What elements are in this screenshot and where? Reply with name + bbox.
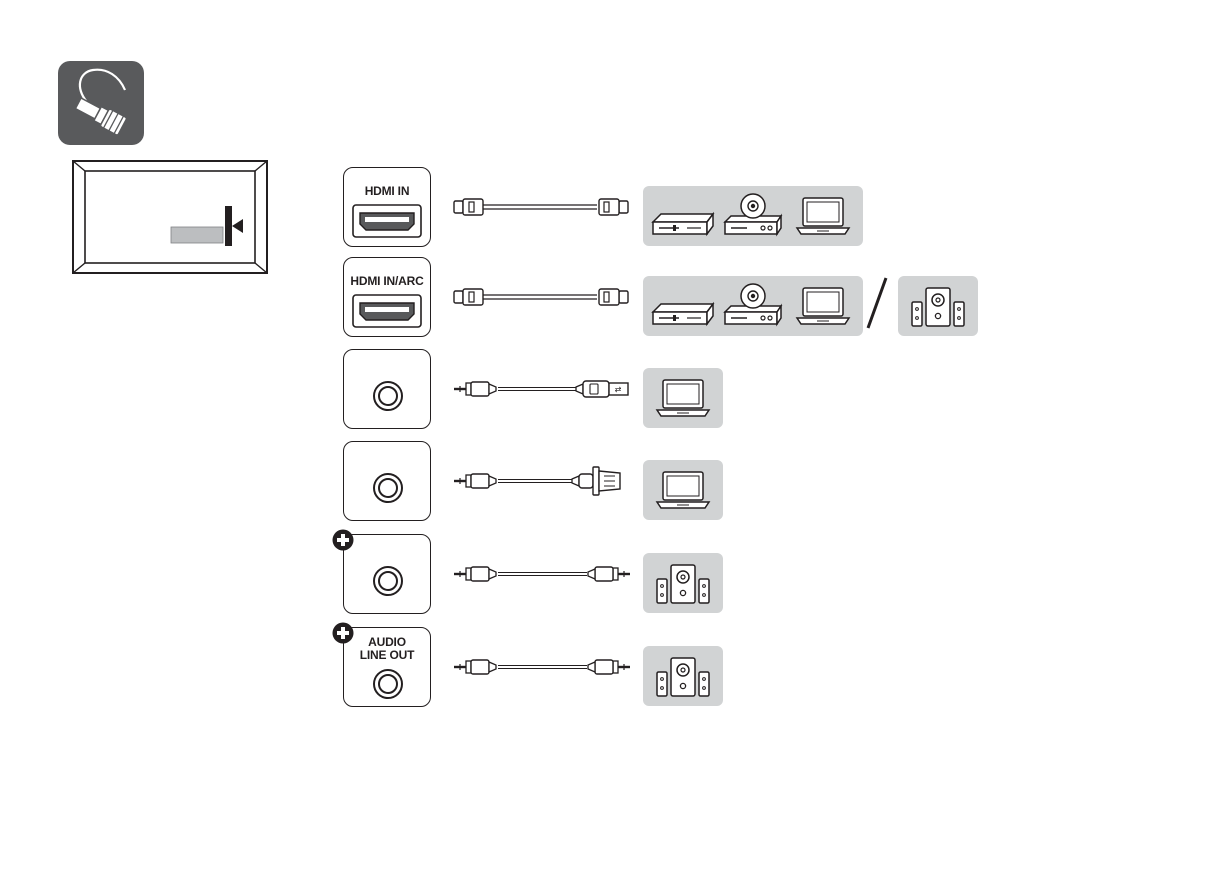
disc-player-icon [721,192,785,240]
hdmi-cable-icon [452,282,632,312]
port-hdmi-in: HDMI IN [343,167,431,247]
audio-jack-icon [372,565,404,597]
plus-icon [332,529,354,551]
audio-jack-icon [372,380,404,412]
hdmi-port-icon [352,204,422,238]
device-panel [643,186,863,246]
speaker-system-icon [906,282,970,330]
disc-player-icon [721,282,785,330]
port-jack-audio [343,534,431,614]
laptop-icon [791,282,855,330]
device-panel [643,368,723,428]
cable-connect-icon [57,60,145,146]
plus-icon [332,622,354,644]
audio-jack-icon [372,472,404,504]
audio-cable-icon [452,559,632,589]
tv-panel-icon [72,160,268,274]
alternative-separator [864,276,890,330]
device-panel [643,646,723,706]
svg-text:⇄: ⇄ [615,385,622,394]
device-panel [643,276,863,336]
port-jack-usb [343,349,431,429]
device-panel [643,553,723,613]
hdmi-cable-icon [452,192,632,222]
port-label: HDMI IN [344,185,430,198]
audio-usb-cable-icon: ⇄ [452,374,632,404]
audio-vga-cable-icon [452,466,632,496]
port-label: LINE OUT [344,649,430,662]
speaker-system-icon [651,652,715,700]
device-panel [643,460,723,520]
speaker-system-icon [651,559,715,607]
dvd-player-icon [651,282,715,330]
laptop-icon [651,466,715,514]
audio-jack-icon [372,668,404,700]
laptop-icon [791,192,855,240]
port-hdmi-arc: HDMI IN/ARC [343,257,431,337]
port-label: HDMI IN/ARC [344,275,430,288]
dvd-player-icon [651,192,715,240]
laptop-icon [651,374,715,422]
audio-cable-icon [452,652,632,682]
device-panel-alternative [898,276,978,336]
port-jack-vga [343,441,431,521]
hdmi-port-icon [352,294,422,328]
